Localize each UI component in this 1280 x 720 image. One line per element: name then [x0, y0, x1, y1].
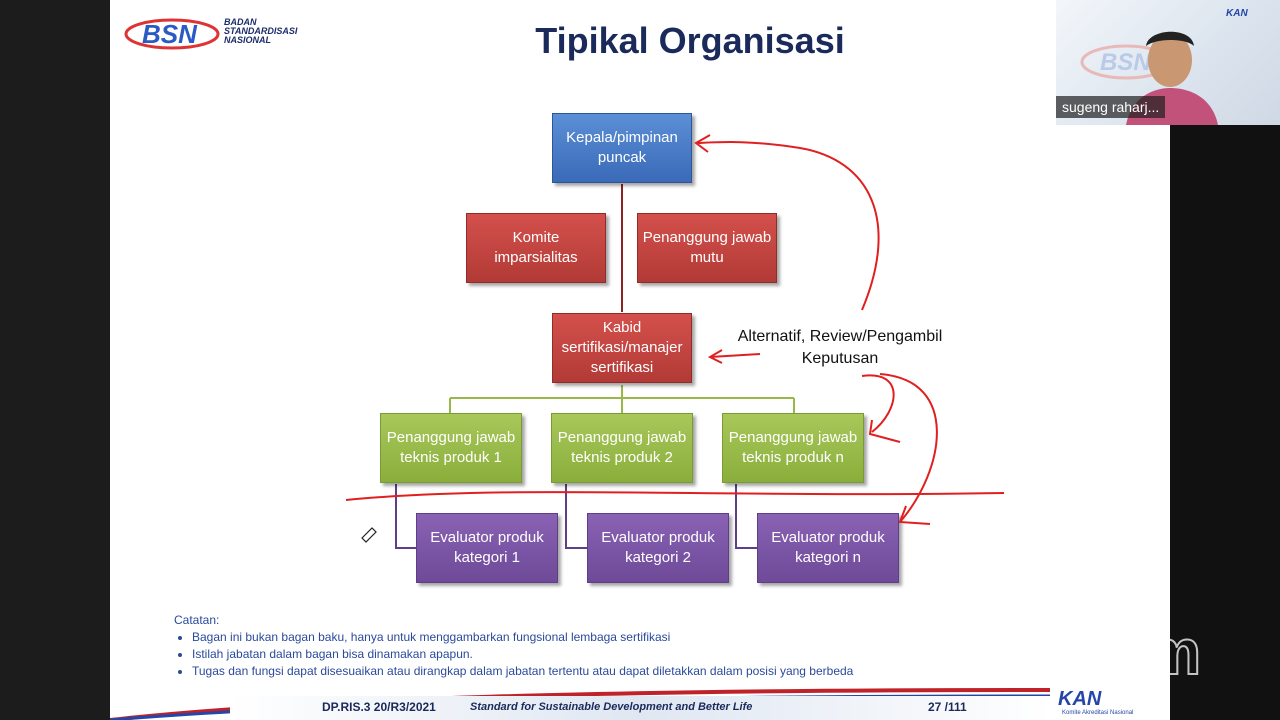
slide-title: Tipikal Organisasi [535, 20, 845, 61]
org-box-certification-manager: Kabid sertifikasi/manajer sertifikasi [552, 313, 692, 383]
note-item: Tugas dan fungsi dapat disesuaikan atau … [192, 663, 853, 680]
participant-video-tile[interactable]: BSN KAN sugeng raharj... [1056, 0, 1280, 125]
note-item: Bagan ini bukan bagan baku, hanya untuk … [192, 629, 853, 646]
org-box-technical-n: Penanggung jawab teknis produk n [722, 413, 864, 483]
presentation-slide: BSN BADAN STANDARDISASI NASIONAL Tipikal… [110, 0, 1170, 720]
org-box-evaluator-2: Evaluator produk kategori 2 [587, 513, 729, 583]
note-item: Istilah jabatan dalam bagan bisa dinamak… [192, 646, 853, 663]
footer-band [230, 696, 1050, 720]
kan-logo-subtitle: Komite Akreditasi Nasional [1062, 710, 1134, 716]
background-panel [1170, 125, 1280, 720]
notes-section: Catatan: Bagan ini bukan bagan baku, han… [174, 612, 853, 680]
org-box-technical-2: Penanggung jawab teknis produk 2 [551, 413, 693, 483]
bsn-logo-text: BSN [142, 19, 198, 49]
bsn-logo-subtitle: BADAN STANDARDISASI NASIONAL [224, 17, 298, 45]
slide-footer: DP.RIS.3 20/R3/2021 Standard for Sustain… [110, 688, 1170, 720]
svg-text:BSN: BSN [1100, 49, 1151, 76]
org-box-top-management: Kepala/pimpinan puncak [552, 113, 692, 183]
org-box-evaluator-n: Evaluator produk kategori n [757, 513, 899, 583]
kan-logo: KAN [1058, 688, 1102, 710]
participant-name: sugeng raharj... [1056, 96, 1166, 118]
footer-doc-id: DP.RIS.3 20/R3/2021 [322, 700, 436, 714]
org-box-evaluator-1: Evaluator produk kategori 1 [416, 513, 558, 583]
annotation-label: Alternatif, Review/Pengambil Keputusan [720, 322, 960, 374]
footer-page-number: 27 /111 [928, 700, 967, 714]
svg-text:KAN: KAN [1226, 8, 1248, 19]
org-box-quality-manager: Penanggung jawab mutu [637, 213, 777, 283]
bsn-logo: BSN [124, 18, 220, 50]
zoom-watermark: zoom [1027, 615, 1204, 689]
org-box-impartiality-committee: Komite imparsialitas [466, 213, 606, 283]
org-box-technical-1: Penanggung jawab teknis produk 1 [380, 413, 522, 483]
participant-video-frame: BSN KAN [1080, 8, 1248, 125]
notes-heading: Catatan: [174, 613, 220, 627]
footer-tagline: Standard for Sustainable Development and… [470, 701, 753, 713]
org-connectors [395, 184, 795, 549]
